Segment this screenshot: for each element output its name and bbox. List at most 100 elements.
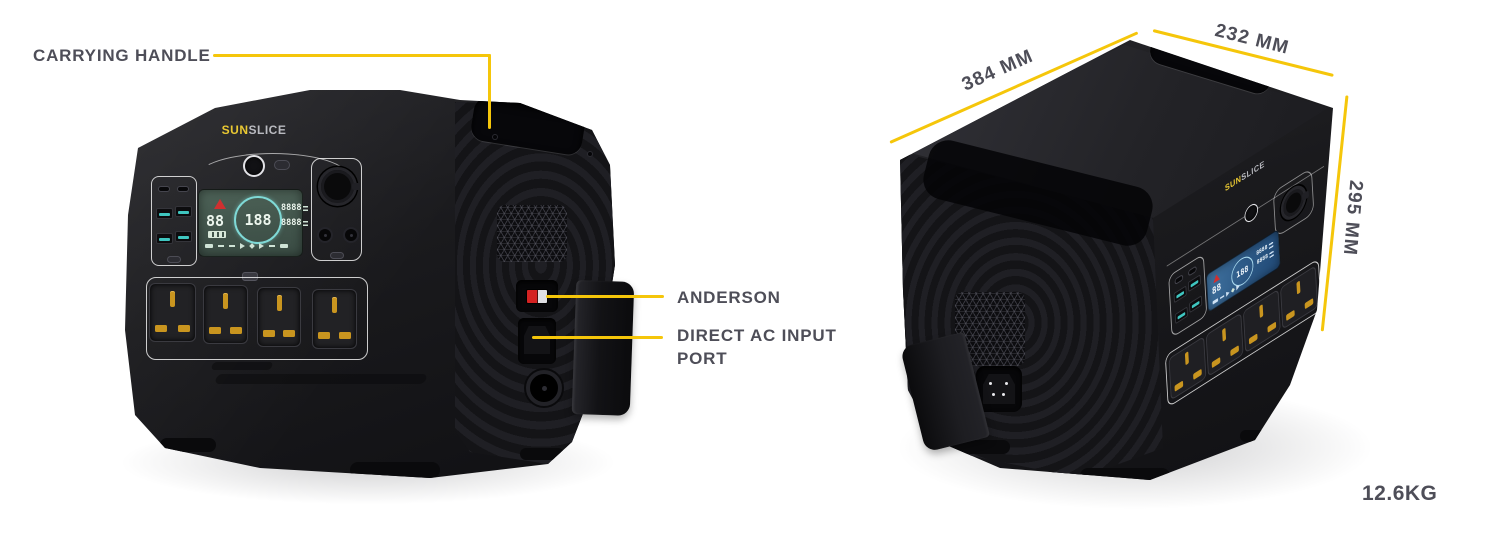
rubber-foot <box>520 448 564 460</box>
usb-button[interactable] <box>167 256 181 263</box>
battery-percent-digits: 88 <box>206 212 225 230</box>
warning-icon <box>214 199 226 209</box>
play-icon <box>240 243 245 249</box>
car-socket-12v[interactable] <box>318 167 360 206</box>
lcd-display: 88 188 8888 8888 <box>198 189 309 257</box>
segment-icon <box>218 245 224 247</box>
carrying-handle-label: CARRYING HANDLE <box>33 46 211 65</box>
panel-trim-arc <box>197 153 349 177</box>
power-button[interactable] <box>243 155 265 177</box>
brand-sun: SUN <box>221 123 249 137</box>
outlet-pin <box>1193 368 1202 381</box>
screw <box>493 135 497 139</box>
anderson-leader-line <box>546 295 664 298</box>
dc5521-port[interactable] <box>317 227 333 243</box>
rubber-foot <box>950 440 1010 454</box>
main-output-digits: 188 <box>244 211 272 229</box>
rubber-foot <box>350 462 440 478</box>
light-button[interactable] <box>274 160 290 170</box>
carrying-handle-leader-line <box>213 54 491 57</box>
brand-sun: SUN <box>1224 172 1242 194</box>
height-dimension-label: 295 MM <box>1338 179 1367 257</box>
ac-pin <box>992 393 995 396</box>
usb-c-port[interactable] <box>177 186 189 192</box>
outlet-pin <box>339 332 351 339</box>
fan-vent-mesh <box>955 292 1025 366</box>
outlet-pin <box>283 330 295 337</box>
dc-barrel-input <box>526 370 562 406</box>
outlet-pin <box>223 294 228 309</box>
usb-port-panel <box>151 176 197 266</box>
aux-unit-icon <box>303 220 309 226</box>
outlet-pin <box>1222 327 1227 342</box>
outlet-pin <box>178 325 190 332</box>
segment-icon <box>269 245 275 247</box>
status-icon-row <box>205 243 288 249</box>
screw <box>588 152 592 156</box>
dc-button[interactable] <box>330 252 344 259</box>
power-button[interactable] <box>1244 200 1259 226</box>
usb-c-port[interactable] <box>158 186 170 192</box>
ac-pin <box>1005 382 1008 385</box>
ac-input-port <box>524 326 550 354</box>
outlet-pin <box>1230 345 1240 357</box>
usb-a-port[interactable] <box>1187 274 1202 293</box>
battery-mode-icon <box>1212 298 1219 305</box>
main-output-digits: 188 <box>1235 263 1249 280</box>
outlet-pin <box>170 292 175 307</box>
car-socket-12v[interactable] <box>1280 179 1308 226</box>
usb-a-port[interactable] <box>1174 306 1189 325</box>
usb-a-port[interactable] <box>1173 285 1187 304</box>
outlet-pin <box>318 332 330 339</box>
direct-ac-leader-line <box>532 336 663 339</box>
aux-readouts: 8888 8888 <box>281 203 309 228</box>
anderson-gray-half <box>536 290 547 303</box>
outlet-pin <box>263 330 275 337</box>
dc5521-port[interactable] <box>343 227 359 243</box>
usb-a-port[interactable] <box>175 206 192 217</box>
main-output-ring: 188 <box>234 196 282 244</box>
brand-slice: SLICE <box>1241 158 1265 183</box>
aux-unit-icon <box>1268 240 1274 250</box>
usb-a-port[interactable] <box>1189 295 1203 314</box>
dot-icon <box>1231 287 1235 293</box>
ac-pin <box>1002 393 1005 396</box>
dc-output-panel <box>311 158 362 261</box>
outlet-pin <box>1174 380 1184 392</box>
outlet-pin <box>155 325 167 332</box>
anderson-label: ANDERSON <box>677 288 781 307</box>
usb-c-port[interactable] <box>1188 265 1197 277</box>
aux-unit-icon <box>303 205 309 211</box>
outlet-pin <box>1248 333 1258 345</box>
anderson-red-half <box>527 290 537 303</box>
fan-vent-mesh <box>497 205 567 262</box>
outlet-pin <box>1211 356 1221 369</box>
ac-input-recess <box>518 318 556 364</box>
battery-icon <box>208 231 226 238</box>
brand-logo: SUNSLICE <box>202 123 306 137</box>
outlet-pin <box>1267 321 1277 333</box>
usb-c-port[interactable] <box>1174 273 1184 285</box>
segment-icon <box>1220 294 1225 300</box>
usb-a-port[interactable] <box>156 208 173 219</box>
outlet-pin <box>276 296 282 311</box>
ac-input-recess <box>976 366 1022 412</box>
ac-outlet[interactable] <box>149 283 196 342</box>
ac-outlet-panel <box>146 277 368 360</box>
ac-outlet[interactable] <box>312 289 357 349</box>
ac-outlet[interactable] <box>203 285 248 344</box>
aux-bottom-digits: 8888 <box>281 218 302 228</box>
aux-top-digits: 8888 <box>281 203 302 213</box>
width-dimension-label: 384 MM <box>958 45 1037 96</box>
usb-a-port[interactable] <box>175 231 192 242</box>
rubber-foot <box>160 438 216 452</box>
usb-a-port[interactable] <box>156 233 173 244</box>
ac-outlet[interactable] <box>257 287 301 347</box>
ac-button[interactable] <box>242 272 258 281</box>
aux-readouts: 8888 8888 <box>1256 240 1275 266</box>
ac-pin <box>989 382 992 385</box>
outlet-pin <box>1296 280 1301 295</box>
port-door-open <box>571 280 635 416</box>
outlet-pin <box>209 327 221 334</box>
